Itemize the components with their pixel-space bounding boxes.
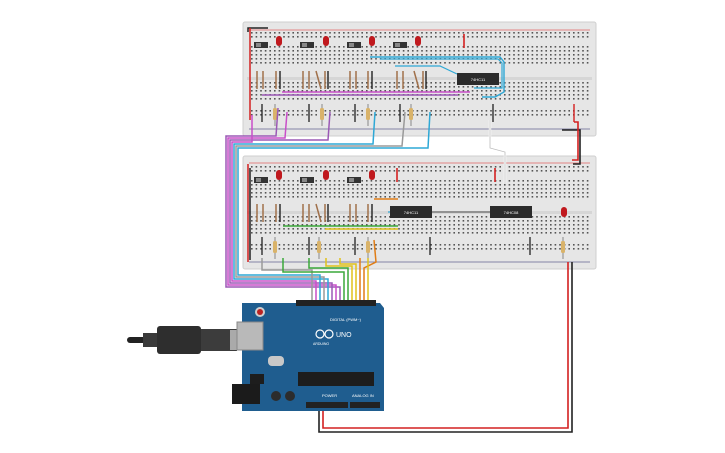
chip-74hc11-middle[interactable]: 74HC11 (390, 206, 432, 218)
resistor[interactable] (409, 104, 413, 126)
slide-switch[interactable] (347, 42, 361, 48)
slide-switch[interactable] (300, 177, 314, 183)
led[interactable] (323, 170, 329, 180)
led[interactable] (561, 207, 567, 217)
led[interactable] (276, 36, 282, 46)
arduino-label: ARDUINO (313, 342, 329, 346)
power-header[interactable] (306, 402, 348, 408)
slide-switch[interactable] (300, 42, 314, 48)
resistor[interactable] (317, 237, 321, 259)
chip-label: 74HC08 (504, 210, 519, 215)
jumper-wires-top (256, 70, 424, 90)
analog-header[interactable] (350, 402, 380, 408)
arduino-logo (315, 329, 334, 339)
arduino-uno-board[interactable]: DIGITAL (PWM~) UNO ARDUINO POWER ANALOG … (232, 300, 384, 411)
slide-switch[interactable] (347, 177, 361, 183)
chip-74hc11-top[interactable]: 74HC11 (457, 73, 499, 85)
resistor[interactable] (366, 104, 370, 126)
led[interactable] (276, 170, 282, 180)
slide-switch[interactable] (393, 42, 407, 48)
chip-label: 74HC11 (404, 210, 419, 215)
digital-label: DIGITAL (PWM~) (330, 317, 362, 322)
resistor[interactable] (273, 237, 277, 259)
power-label: POWER (322, 393, 337, 398)
analog-label: ANALOG IN (352, 393, 374, 398)
chip-74hc08-middle[interactable]: 74HC08 (490, 206, 532, 218)
resistor[interactable] (366, 237, 370, 259)
led[interactable] (323, 36, 329, 46)
uno-label: UNO (336, 332, 352, 339)
digital-header[interactable] (296, 300, 376, 306)
atmega-chip (298, 372, 374, 386)
slide-switch[interactable] (254, 177, 268, 183)
left-wire-bundle (225, 27, 431, 305)
led[interactable] (415, 36, 421, 46)
led[interactable] (369, 36, 375, 46)
resistor[interactable] (273, 104, 277, 126)
jumper-wires-middle (256, 203, 369, 223)
chip-label: 74HC11 (471, 77, 486, 82)
usb-cable[interactable] (127, 326, 242, 354)
slide-switch[interactable] (254, 42, 268, 48)
led[interactable] (369, 170, 375, 180)
middle-wire-bundle (247, 164, 377, 305)
resistor[interactable] (320, 104, 324, 126)
resistor[interactable] (561, 237, 565, 259)
